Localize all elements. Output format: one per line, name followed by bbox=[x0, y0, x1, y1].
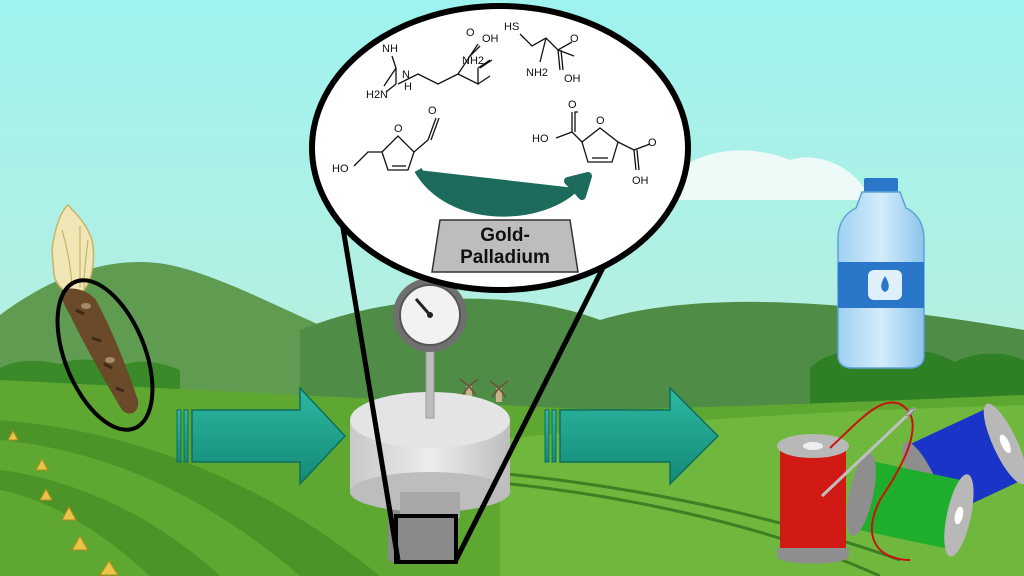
chicory-root-icon bbox=[51, 203, 139, 414]
cys-hs-label: HS bbox=[504, 21, 519, 33]
fdca-molecule bbox=[555, 111, 651, 171]
cysteine-molecule bbox=[519, 33, 575, 71]
fdca-o1-label: O bbox=[568, 99, 577, 111]
field-stripe-2 bbox=[0, 470, 220, 576]
arginine-molecule bbox=[385, 59, 493, 93]
arg-nh-label: NH bbox=[382, 43, 398, 55]
haystacks bbox=[7, 429, 119, 576]
field-stripe-1 bbox=[0, 420, 380, 576]
arg-h-label: H bbox=[404, 81, 412, 93]
fdca-ho-label: HO bbox=[532, 133, 549, 145]
arg-n-label: N bbox=[402, 69, 410, 81]
fdca-o2-label: O bbox=[648, 137, 657, 149]
pressure-gauge-icon bbox=[393, 278, 467, 352]
reaction-callout bbox=[309, 3, 691, 293]
arginine-bonds bbox=[383, 43, 481, 87]
process-arrow-icon bbox=[176, 386, 347, 486]
windmill-icon bbox=[489, 380, 509, 402]
curved-reaction-arrow bbox=[414, 167, 592, 217]
hmf-aldehyde-o-label: O bbox=[428, 105, 437, 117]
hmf-ho-label: HO bbox=[332, 163, 349, 175]
arg-oh-label: OH bbox=[482, 33, 499, 45]
fdca-ring-o-label: O bbox=[596, 115, 605, 127]
hmf-molecule bbox=[353, 117, 440, 171]
arg-h2n-label: H2N bbox=[366, 89, 388, 101]
hmf-ring-o-label: O bbox=[394, 123, 403, 135]
catalyst-plate bbox=[431, 219, 579, 273]
cloud bbox=[650, 150, 870, 200]
cys-oh-label: OH bbox=[564, 73, 581, 85]
thread-spools-icon bbox=[777, 401, 1024, 564]
windmill-icon bbox=[459, 378, 479, 400]
arg-nh2-label: NH2 bbox=[462, 55, 484, 67]
cys-nh2-label: NH2 bbox=[526, 67, 548, 79]
fdca-oh-label: OH bbox=[632, 175, 649, 187]
water-bottle-icon bbox=[837, 178, 925, 369]
cys-o-label: O bbox=[570, 33, 579, 45]
root-highlight-ellipse bbox=[55, 278, 155, 432]
process-arrow-icon bbox=[544, 386, 720, 486]
arg-o-label: O bbox=[466, 27, 475, 39]
zoom-line-left bbox=[337, 209, 401, 561]
